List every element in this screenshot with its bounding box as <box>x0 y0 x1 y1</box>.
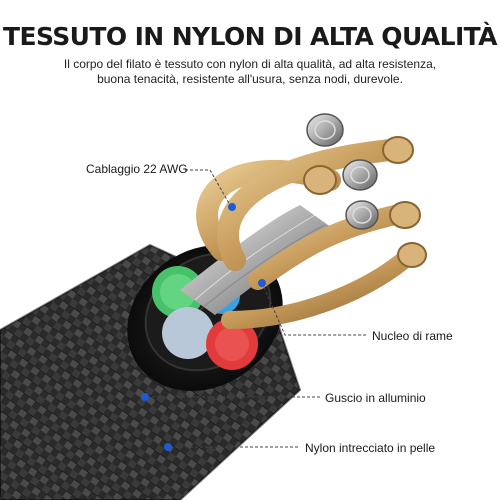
callout-label-shell: Guscio in alluminio <box>325 391 426 405</box>
callout-label-wiring: Cablaggio 22 AWG <box>86 162 188 176</box>
callout-lines <box>147 169 368 448</box>
callout-dot-braid <box>164 443 172 451</box>
callout-label-core: Nucleo di rame <box>372 329 453 343</box>
description-line-1: Il corpo del filato è tessuto con nylon … <box>63 57 437 71</box>
callout-dot-shell <box>141 393 149 401</box>
callout-dot-wiring <box>228 203 236 211</box>
silver-strand-bundle <box>180 205 335 315</box>
callout-dot-core <box>258 279 266 287</box>
headline-description: Il corpo del filato è tessuto con nylon … <box>10 57 490 87</box>
headline-title: TESSUTO IN NYLON DI ALTA QUALITÀ <box>3 22 497 51</box>
callout-label-braid: Nylon intrecciato in pelle <box>305 441 436 455</box>
wire-ends <box>303 113 427 268</box>
callout-dots <box>141 203 266 451</box>
description-line-2: buona tenacità, resistente all'usura, se… <box>97 72 403 86</box>
